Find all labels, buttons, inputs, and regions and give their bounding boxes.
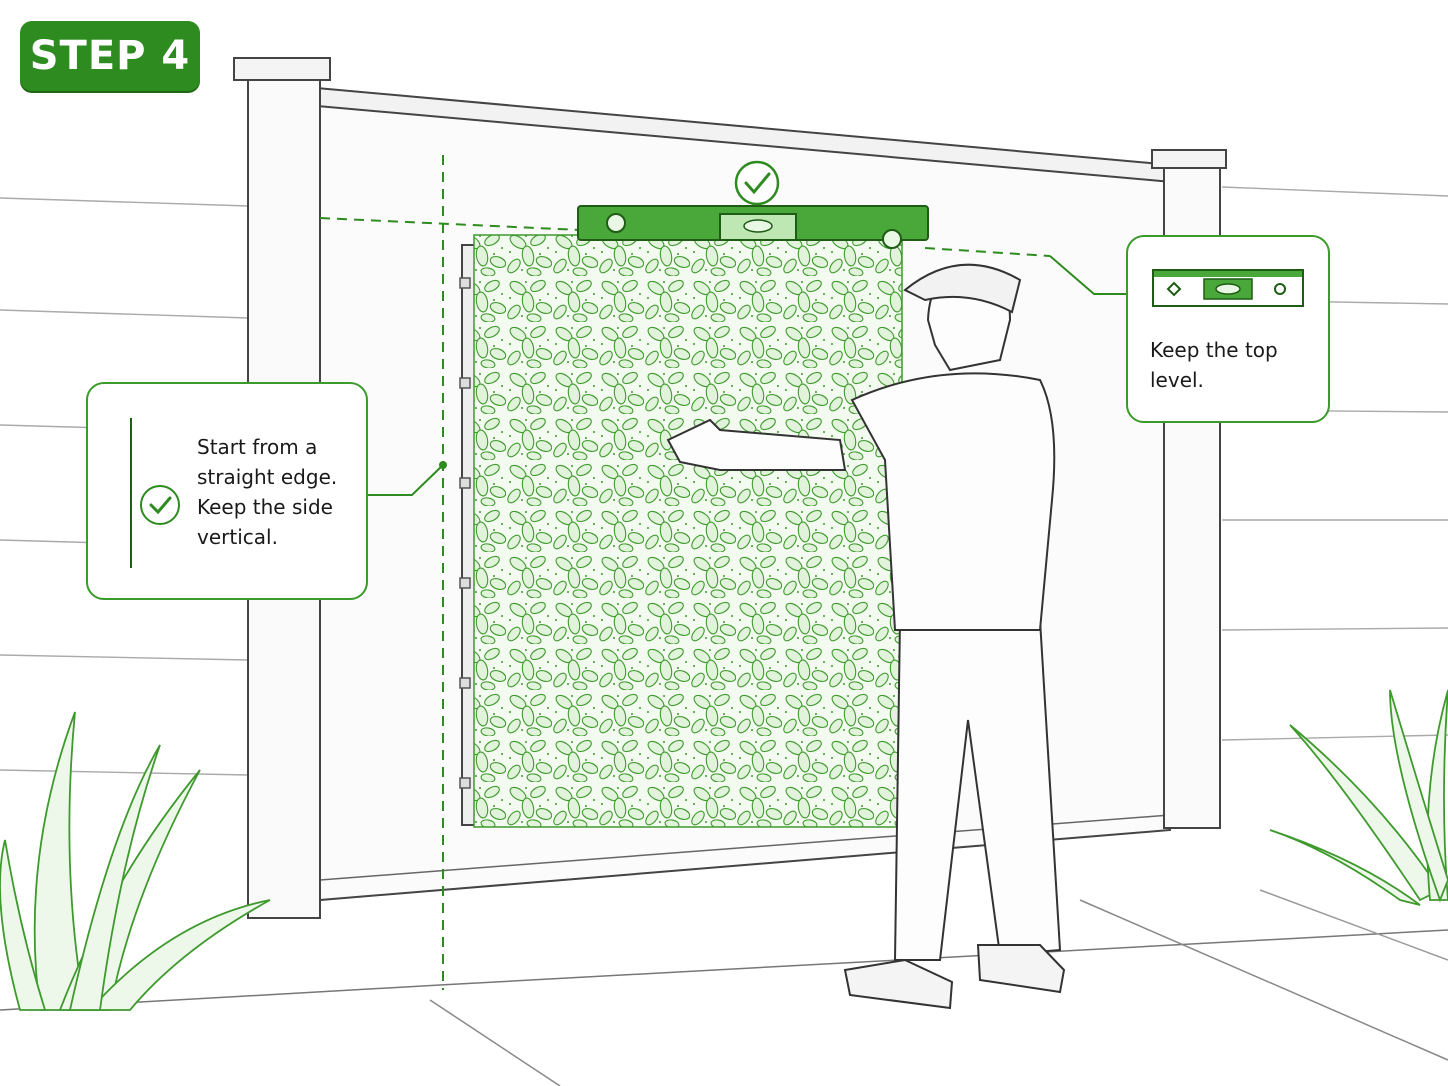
callout-vertical-text: Start from a straight edge. Keep the sid… bbox=[197, 435, 338, 549]
callout-vertical: Start from a straight edge. Keep the sid… bbox=[86, 382, 368, 600]
check-circle-icon bbox=[734, 160, 780, 206]
check-circle-icon bbox=[140, 485, 180, 525]
spirit-level-icon bbox=[1152, 269, 1304, 307]
green-wall-panel bbox=[459, 234, 903, 828]
ground bbox=[0, 889, 1448, 1086]
plumb-line-icon bbox=[130, 418, 132, 568]
callout-level: Keep the top level. bbox=[1126, 235, 1330, 423]
step-label: STEP 4 bbox=[29, 33, 191, 79]
spirit-level-icon bbox=[577, 205, 929, 249]
plant-right bbox=[1269, 689, 1448, 906]
guide-lines bbox=[319, 155, 1051, 990]
callout-level-text: Keep the top level. bbox=[1150, 338, 1278, 392]
leader-dot bbox=[439, 461, 447, 469]
callout-leader-right bbox=[1049, 255, 1126, 295]
worker-figure bbox=[666, 263, 1066, 1010]
plant-left bbox=[0, 711, 271, 1011]
callout-leader-left bbox=[366, 464, 444, 496]
step-badge: STEP 4 bbox=[20, 21, 200, 91]
